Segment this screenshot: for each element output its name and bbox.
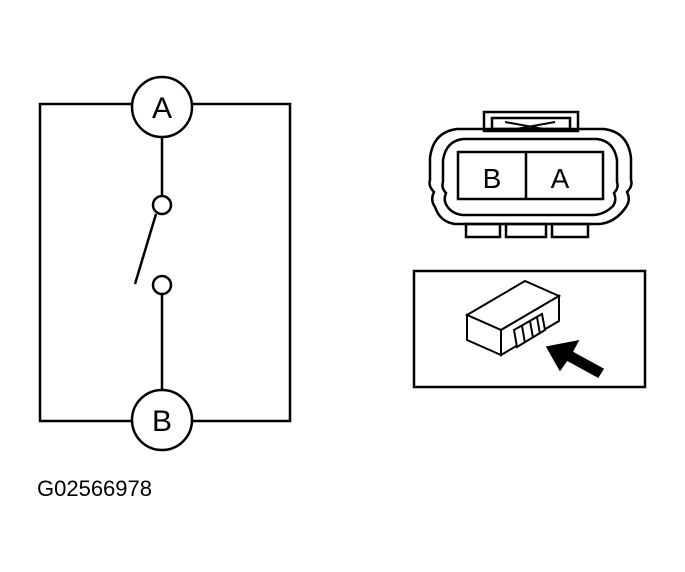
connector-latch [482, 110, 580, 133]
terminal-a-label: A [152, 92, 172, 125]
port-line-1 [521, 325, 526, 344]
connector-inner-shell [441, 137, 619, 217]
connector-pin-b-label: B [483, 163, 502, 194]
switch-blade [133, 213, 158, 285]
port-line-2 [529, 320, 534, 339]
terminal-b-label: B [152, 405, 172, 438]
inset-frame [412, 269, 647, 389]
terminal-a-circle [130, 75, 194, 139]
connector-latch-inner [490, 116, 572, 131]
port-line-3 [536, 316, 541, 335]
locator-inset [412, 269, 647, 389]
circuit-wire-left [38, 102, 132, 423]
connector-pin-a-label: A [551, 163, 570, 194]
bottom-tab-left [464, 222, 502, 239]
latch-cross-2 [504, 121, 556, 132]
bottom-tab-right [550, 222, 590, 239]
switch-contact-upper [151, 194, 173, 216]
pin-cavity-block [456, 150, 605, 201]
switch-schematic [38, 75, 292, 452]
bottom-tab-middle [504, 222, 548, 239]
pointer-arrow-icon [545, 339, 605, 378]
connector-face [428, 110, 633, 239]
terminal-b-circle [130, 388, 194, 452]
figure-code: G02566978 [37, 476, 152, 501]
switch-contact-lower [151, 274, 173, 296]
circuit-wire-right [192, 102, 292, 423]
component-box-icon [464, 279, 562, 357]
connector-outer-shell [428, 127, 633, 226]
